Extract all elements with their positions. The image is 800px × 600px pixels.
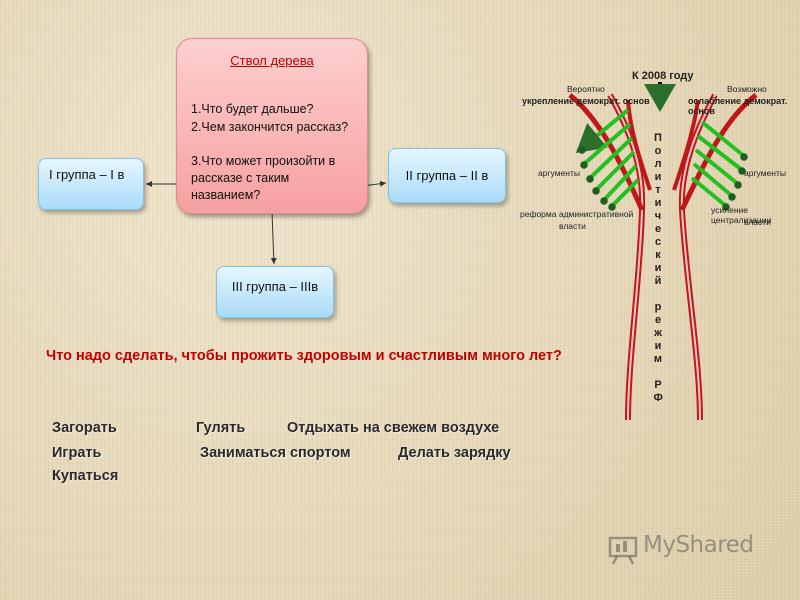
watermark-text: MyShared [643,532,754,558]
tree-top-label: К 2008 году [632,70,694,82]
group-2-label: II группа – II в [405,167,489,183]
trunk-box: Ствол дерева 1.Что будет дальше? 2.Чем з… [176,38,368,214]
answer-exercise: Делать зарядку [398,445,511,461]
answer-swim: Купаться [52,468,119,484]
green-arrows-right [690,120,746,208]
trunk-question-1: 1.Что будет дальше? [191,102,314,116]
tree-branch-left-inner [626,99,652,191]
arrow-to-group3 [270,211,277,265]
green-arrows-left [575,108,640,208]
group-2-box: II группа – II в [388,148,506,203]
tree-left-arguments: аргументы [538,168,580,178]
group-3-label: III группа – IIIв [231,279,319,294]
tree-branch-right-outer [679,93,758,212]
trunk-question-3: 3.Что может произойти в рассказе с таким… [191,154,336,202]
group-1-label: I группа – I в [49,167,125,182]
trunk-question-2: 2.Чем закончится рассказ? [191,120,349,134]
answer-play: Играть [52,445,102,461]
group-1-box: I группа – I в [38,158,144,210]
tree-right-central-line1: усиление централизации [711,205,772,225]
tree-branch-right-inner [672,99,700,191]
tree-right-central-line2: власти [744,217,771,227]
tree-left-reform-line1: реформа административной [520,209,634,219]
presentation-icon [608,536,638,565]
tree-right-weakening: ослабление демократ. основ [688,96,788,116]
tree-left-strengthening: укрепление демократ. основ [522,96,650,106]
tree-left-probable: Вероятно [567,84,605,94]
answer-fresh-air: Отдыхать на свежем воздухе [287,420,500,436]
answer-tan: Загорать [52,420,117,436]
answer-sport: Заниматься спортом [200,445,351,461]
trunk-title: Ствол дерева [230,53,314,68]
answer-walk: Гулять [196,420,246,436]
tree-left-reform-line2: власти [559,221,586,231]
political-tree-illustration [568,82,758,421]
health-question: Что надо сделать, чтобы прожить здоровым… [46,348,562,364]
tree-right-arguments: аргументы [744,168,786,178]
tree-right-possible: Возможно [727,84,767,94]
group-3-box: III группа – IIIв [216,266,334,318]
